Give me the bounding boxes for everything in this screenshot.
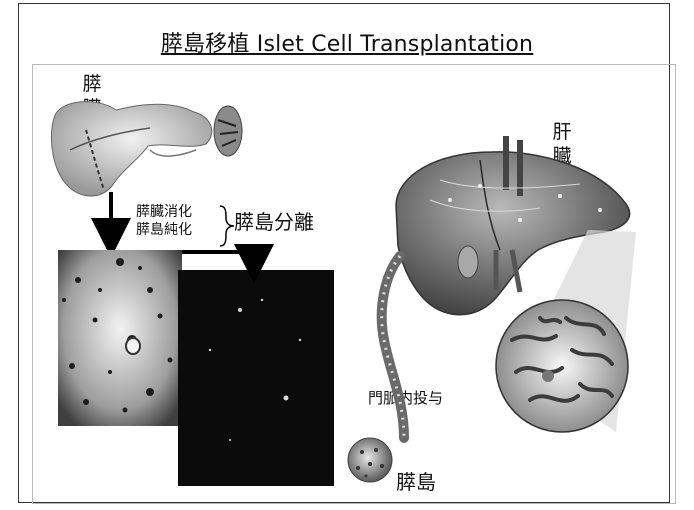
digested-tissue-photo (58, 250, 182, 426)
pancreas-illustration (51, 102, 242, 196)
islet-cluster (348, 438, 392, 482)
purified-islets-photo (178, 270, 334, 486)
